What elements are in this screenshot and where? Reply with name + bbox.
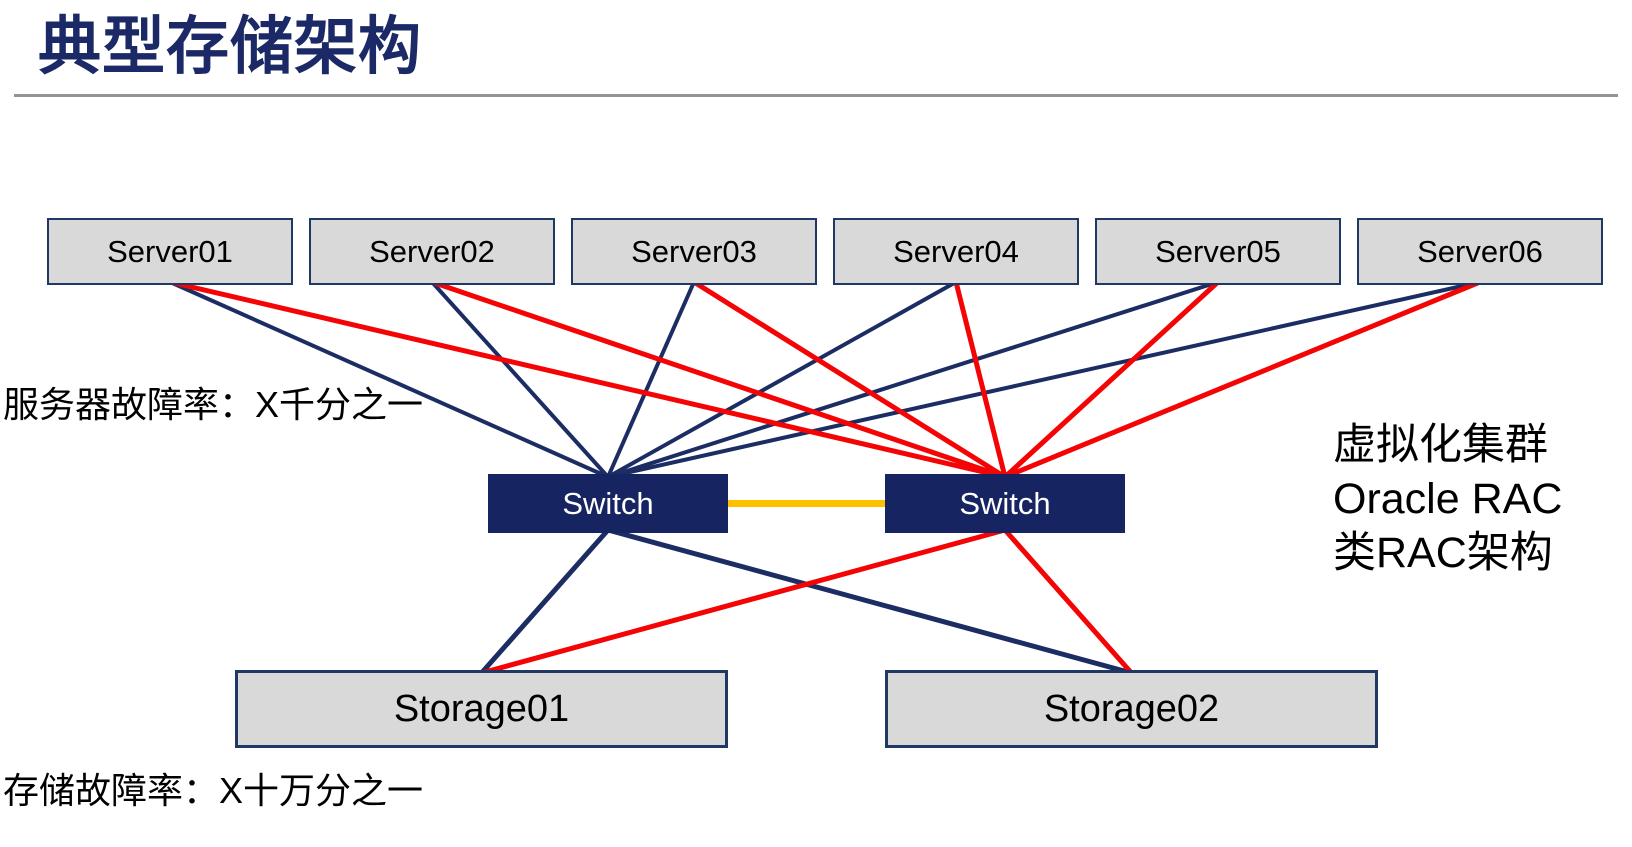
storage-box-1: Storage01 <box>235 670 728 748</box>
server-box-2: Server02 <box>309 218 555 285</box>
switch-label: Switch <box>959 485 1051 521</box>
server-box-1: Server01 <box>47 218 293 285</box>
title-divider <box>14 94 1618 97</box>
server-label: Server04 <box>893 233 1019 269</box>
server-box-4: Server04 <box>833 218 1079 285</box>
server-failure-rate-note: 服务器故障率：X千分之一 <box>3 384 424 425</box>
server-label: Server03 <box>631 233 757 269</box>
cluster-note: 虚拟化集群 Oracle RAC 类RAC架构 <box>1333 418 1562 580</box>
server-label: Server05 <box>1155 233 1281 269</box>
storage-label: Storage01 <box>393 687 570 730</box>
cluster-note-line: 虚拟化集群 <box>1333 421 1548 469</box>
switch-label: Switch <box>562 485 654 521</box>
storage-label: Storage02 <box>1043 687 1220 730</box>
switch-box-1: Switch <box>488 474 728 533</box>
server-label: Server06 <box>1417 233 1543 269</box>
storage-failure-rate-note: 存储故障率：X十万分之一 <box>3 770 424 811</box>
cluster-note-line: 类RAC架构 <box>1333 529 1553 577</box>
storage-box-2: Storage02 <box>885 670 1378 748</box>
server-box-5: Server05 <box>1095 218 1341 285</box>
server-box-3: Server03 <box>571 218 817 285</box>
server-label: Server01 <box>107 233 233 269</box>
server-box-6: Server06 <box>1357 218 1603 285</box>
cluster-note-line: Oracle RAC <box>1333 475 1563 523</box>
page-title: 典型存储架构 <box>38 12 422 82</box>
switch-box-2: Switch <box>885 474 1125 533</box>
server-label: Server02 <box>369 233 495 269</box>
